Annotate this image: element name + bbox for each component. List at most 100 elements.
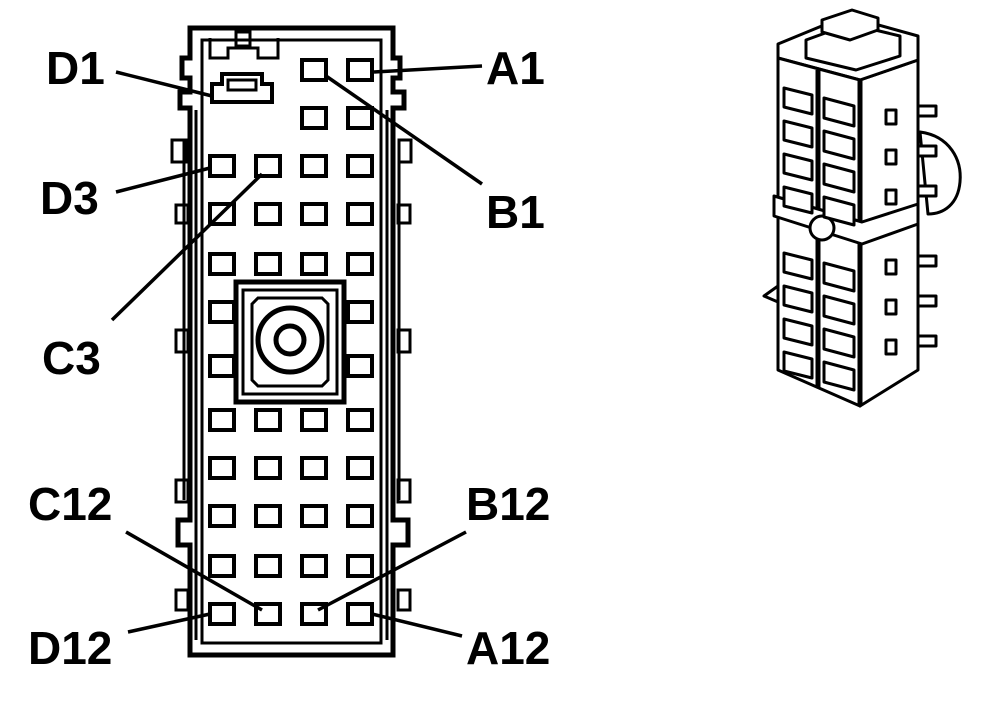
cavity-b5 — [300, 252, 328, 276]
cavity-d1 — [210, 72, 274, 104]
label-a1: A1 — [486, 42, 545, 94]
pin-labels: D1 A1 D3 B1 C3 C12 B12 D12 A12 — [28, 42, 550, 674]
cavity-b1 — [300, 58, 328, 82]
side-window-right — [822, 327, 856, 359]
cavity-a6 — [346, 300, 374, 324]
cavity-b8 — [300, 408, 328, 432]
cavity-d8 — [208, 408, 236, 432]
leader-b1 — [325, 74, 483, 186]
label-d12: D12 — [28, 622, 112, 674]
side-boss — [918, 130, 962, 216]
cavity-d7 — [208, 354, 236, 378]
side-rib-tab — [916, 294, 938, 308]
side-rib-tab — [916, 184, 938, 198]
cavity-b9 — [300, 456, 328, 480]
cavity-c3 — [254, 154, 282, 178]
cavity-c5 — [254, 252, 282, 276]
side-window-right — [822, 96, 856, 128]
side-window-left — [782, 185, 814, 215]
side-clip — [174, 328, 190, 354]
side-rib-tab — [916, 144, 938, 158]
side-top-latch — [820, 8, 880, 42]
side-middle-post — [808, 214, 836, 242]
cavity-d6 — [208, 300, 236, 324]
label-b1: B1 — [486, 186, 545, 238]
side-window-left — [782, 86, 814, 116]
center-boss-middle — [241, 288, 339, 396]
side-clip — [170, 138, 188, 164]
side-window-grid — [782, 86, 856, 392]
label-d3: D3 — [40, 172, 99, 224]
cavity-a9 — [346, 456, 374, 480]
side-window-left — [782, 119, 814, 149]
cavity-b2 — [300, 106, 328, 130]
cavity-d5 — [208, 252, 236, 276]
cavity-a4 — [346, 202, 374, 226]
side-window-right — [822, 195, 856, 227]
cavity-a1 — [346, 58, 374, 82]
side-window-right — [822, 261, 856, 293]
cavity-c9 — [254, 456, 282, 480]
cavity-d9 — [208, 456, 236, 480]
connector-outer-body — [175, 25, 411, 658]
side-bottom-tab — [762, 284, 780, 304]
leader-d3 — [115, 166, 211, 194]
leader-d1 — [115, 70, 213, 98]
cavity-a3 — [346, 154, 374, 178]
side-clip — [396, 203, 412, 225]
center-boss-inner — [250, 296, 330, 388]
side-rib-tab — [916, 254, 938, 268]
leader-lines — [110, 64, 483, 638]
cavity-c4 — [254, 202, 282, 226]
center-post-inner — [273, 323, 307, 357]
cavity-d3 — [208, 154, 236, 178]
side-rib — [884, 188, 898, 206]
cavity-d12 — [208, 602, 236, 626]
side-clip — [174, 478, 190, 504]
top-latch — [208, 38, 280, 60]
cavity-d11 — [208, 554, 236, 578]
side-window-right — [822, 162, 856, 194]
side-rib — [884, 258, 898, 276]
side-window-left — [782, 284, 814, 314]
leader-c12 — [125, 530, 263, 612]
center-post-outer — [255, 305, 325, 375]
cavity-b10 — [300, 504, 328, 528]
side-clip — [174, 588, 190, 612]
cavity-c8 — [254, 408, 282, 432]
center-boss-outer — [233, 279, 347, 405]
side-rib — [884, 298, 898, 316]
leader-d12 — [127, 612, 211, 634]
cavity-a11 — [346, 554, 374, 578]
cavity-b4 — [300, 202, 328, 226]
cavity-b3 — [300, 154, 328, 178]
side-window-left — [782, 350, 814, 380]
leader-a1 — [373, 64, 483, 74]
cavity-a10 — [346, 504, 374, 528]
cavity-c11 — [254, 554, 282, 578]
connector-front-view — [170, 25, 413, 658]
side-window-right — [822, 294, 856, 326]
label-a12: A12 — [466, 622, 550, 674]
leader-b12 — [317, 530, 467, 612]
side-rib — [884, 148, 898, 166]
cavity-a12 — [346, 602, 374, 626]
side-clip — [397, 138, 413, 164]
side-window-left — [782, 251, 814, 281]
connector-inner-wall — [200, 38, 383, 645]
side-rib-tab — [916, 104, 938, 118]
side-rib — [884, 108, 898, 126]
cavity-d1-inner — [226, 78, 258, 92]
leader-a12 — [371, 612, 463, 638]
leader-c3 — [110, 172, 264, 322]
side-window-left — [782, 317, 814, 347]
side-window-left — [782, 152, 814, 182]
side-clip — [396, 588, 412, 612]
cavity-a8 — [346, 408, 374, 432]
side-rib — [884, 338, 898, 356]
cavity-a5 — [346, 252, 374, 276]
side-window-right — [822, 360, 856, 392]
side-window-right — [822, 129, 856, 161]
cavity-c10 — [254, 504, 282, 528]
